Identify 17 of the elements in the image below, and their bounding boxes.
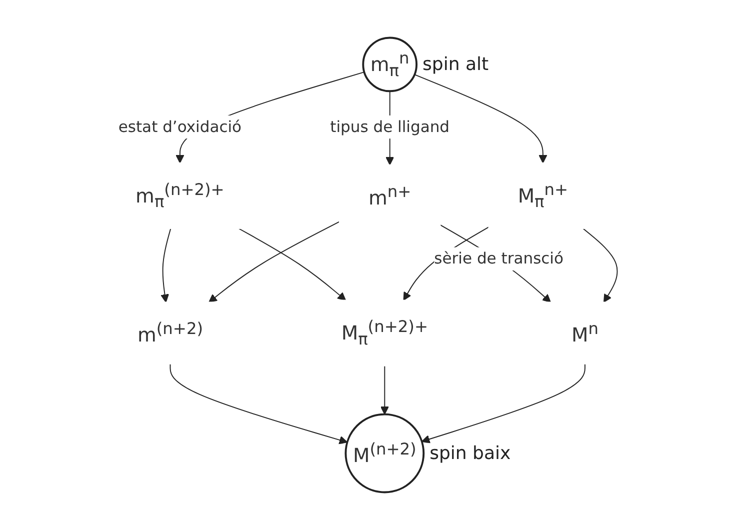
state-caption: spin baix: [430, 443, 511, 464]
edge-label: estat d’oxidació: [118, 117, 242, 136]
arrow: [170, 363, 348, 444]
node-text: M$^{n}$: [571, 320, 598, 346]
state-caption: spin alt: [422, 54, 489, 76]
node-text: m$^{(n+2)}$: [137, 320, 204, 346]
arrow: [421, 363, 586, 444]
arrow: [380, 365, 389, 415]
arrow: [238, 228, 346, 301]
arrow: [160, 228, 172, 303]
node-text: m$^{n+}$: [368, 182, 412, 210]
arrow: [414, 74, 548, 164]
arrow: [582, 228, 618, 303]
node-circle: M$^{(n+2)}$: [344, 413, 425, 494]
arrow: [208, 221, 340, 303]
edge-label: sèrie de transció: [434, 249, 564, 268]
edge-label: tipus de lligand: [330, 117, 450, 136]
